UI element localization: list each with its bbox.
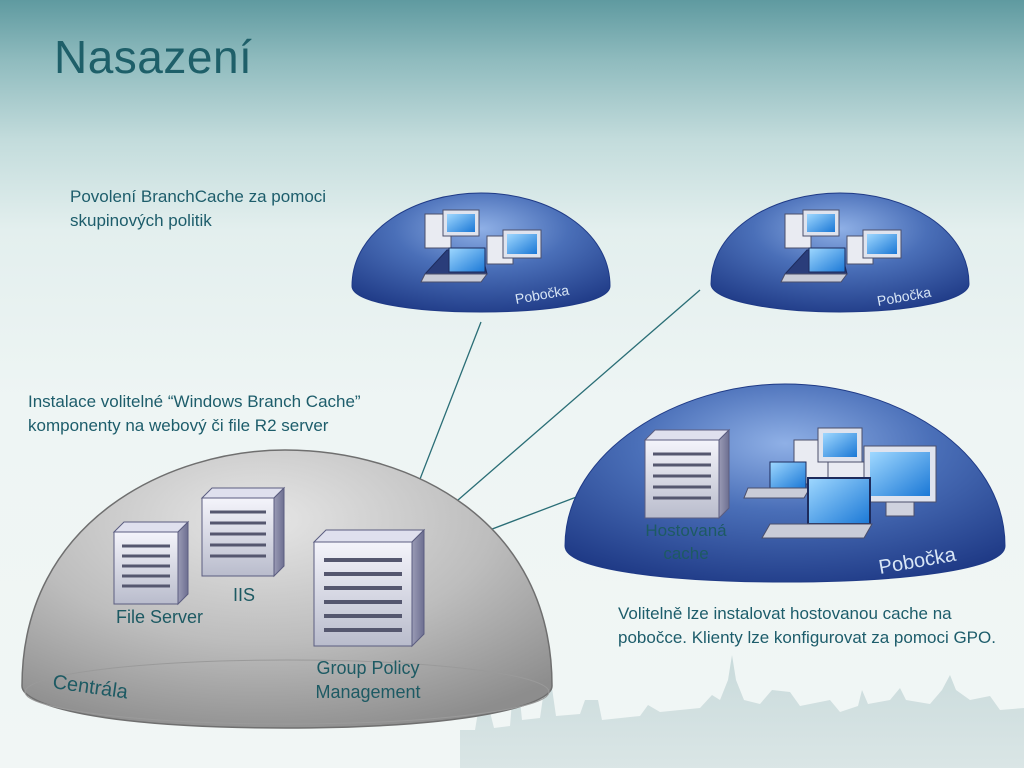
group-policy-label-line1: Group Policy — [316, 658, 419, 678]
iis-label: IIS — [233, 585, 255, 605]
group-policy-label-line2: Management — [315, 682, 420, 702]
file-server-label: File Server — [116, 607, 203, 627]
workstations-icon-branch-1 — [420, 209, 542, 283]
hosted-cache-server-icon — [643, 428, 731, 520]
hosted-cache-label-line2: cache — [663, 544, 708, 563]
note-group-policy: Povolení BranchCache za pomoci skupinový… — [70, 187, 327, 230]
file-server-icon — [112, 520, 190, 606]
note-hosted-cache: Volitelně lze instalovat hostovanou cach… — [618, 604, 996, 647]
iis-server-icon — [200, 486, 286, 578]
slide-title: Nasazení — [54, 31, 253, 83]
group-policy-server-icon — [312, 528, 426, 648]
note-install-component: Instalace volitelné “Windows Branch Cach… — [28, 392, 361, 435]
workstations-icon-branch-2 — [780, 209, 902, 283]
workstations-icon-branch-3 — [743, 427, 937, 539]
hosted-cache-label-line1: Hostovaná — [645, 521, 727, 540]
city-skyline-decoration — [460, 655, 1024, 768]
hq-dome — [21, 449, 553, 729]
